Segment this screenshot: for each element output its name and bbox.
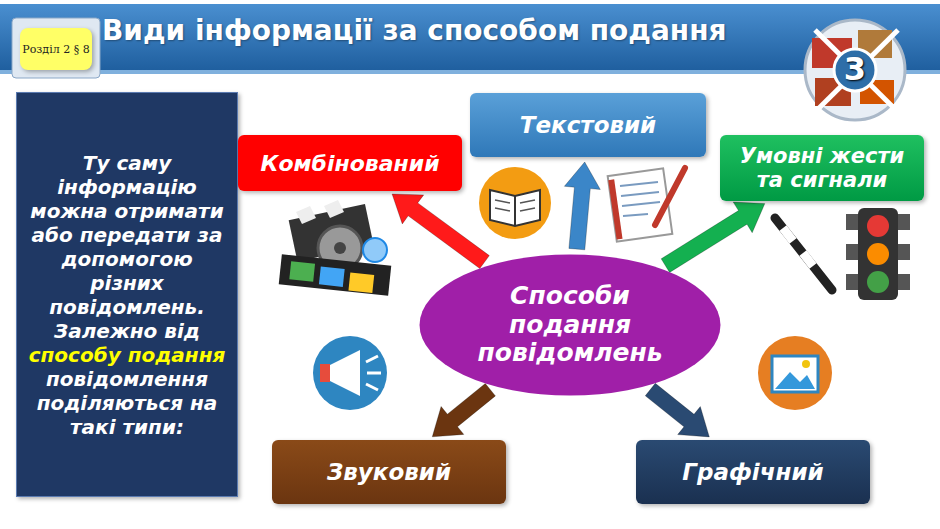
book-icon: [479, 167, 551, 239]
badge-frame: [12, 18, 100, 78]
picture-icon: [758, 336, 832, 410]
header-bar: [0, 4, 940, 70]
slide-title: Види інформації за способом подання: [102, 14, 727, 47]
header-line: [0, 70, 940, 74]
text-type-box: Текстовий: [470, 93, 706, 157]
text-holder: Умовні жести та сигнали: [724, 144, 920, 192]
megaphone-icon: [313, 336, 387, 410]
node-text: Текстовий: [520, 112, 656, 138]
intro-panel: Ту саму інформацію можна отримати або пе…: [16, 92, 238, 497]
node-text: повідомлення поділяються на такі типи:: [37, 367, 218, 439]
block-arrow: [392, 194, 489, 269]
node-text: Ту саму інформацію можна отримати або пе…: [30, 151, 223, 343]
logo-number: 3: [840, 50, 870, 88]
text-holder: Комбінований: [260, 151, 439, 176]
text-holder: Способи подання повідомлень: [454, 282, 686, 368]
highlight-text: способу подання: [29, 343, 226, 367]
text-holder: Звуковий: [327, 459, 451, 485]
node-text: Комбінований: [260, 151, 439, 176]
center-ellipse: Способи подання повідомлень: [418, 253, 722, 397]
node-text: Графічний: [682, 459, 823, 485]
node-text: Способи подання повідомлень: [478, 281, 663, 368]
gestures-type-box: Умовні жести та сигнали: [720, 135, 924, 201]
block-arrow: [661, 202, 765, 272]
node-text: Розділ 2 § 8: [22, 43, 89, 56]
combined-type-box: Комбінований: [238, 135, 462, 191]
video-icon: [279, 200, 392, 296]
sound-type-box: Звуковий: [272, 440, 506, 504]
block-arrow: [645, 383, 709, 437]
section-badge: Розділ 2 § 8: [20, 28, 92, 70]
document-icon: [608, 168, 685, 242]
logo: [805, 20, 905, 120]
node-text: Умовні жести та сигнали: [740, 144, 905, 192]
text-holder: Ту саму інформацію можна отримати або пе…: [23, 151, 231, 439]
block-arrow: [564, 162, 600, 250]
signals-icon: [775, 208, 910, 300]
graphic-type-box: Графічний: [636, 440, 870, 504]
block-arrow: [432, 384, 495, 437]
node-text: Звуковий: [327, 459, 451, 485]
text-holder: Розділ 2 § 8: [22, 43, 89, 56]
text-holder: Текстовий: [520, 112, 656, 138]
text-holder: Графічний: [682, 459, 823, 485]
